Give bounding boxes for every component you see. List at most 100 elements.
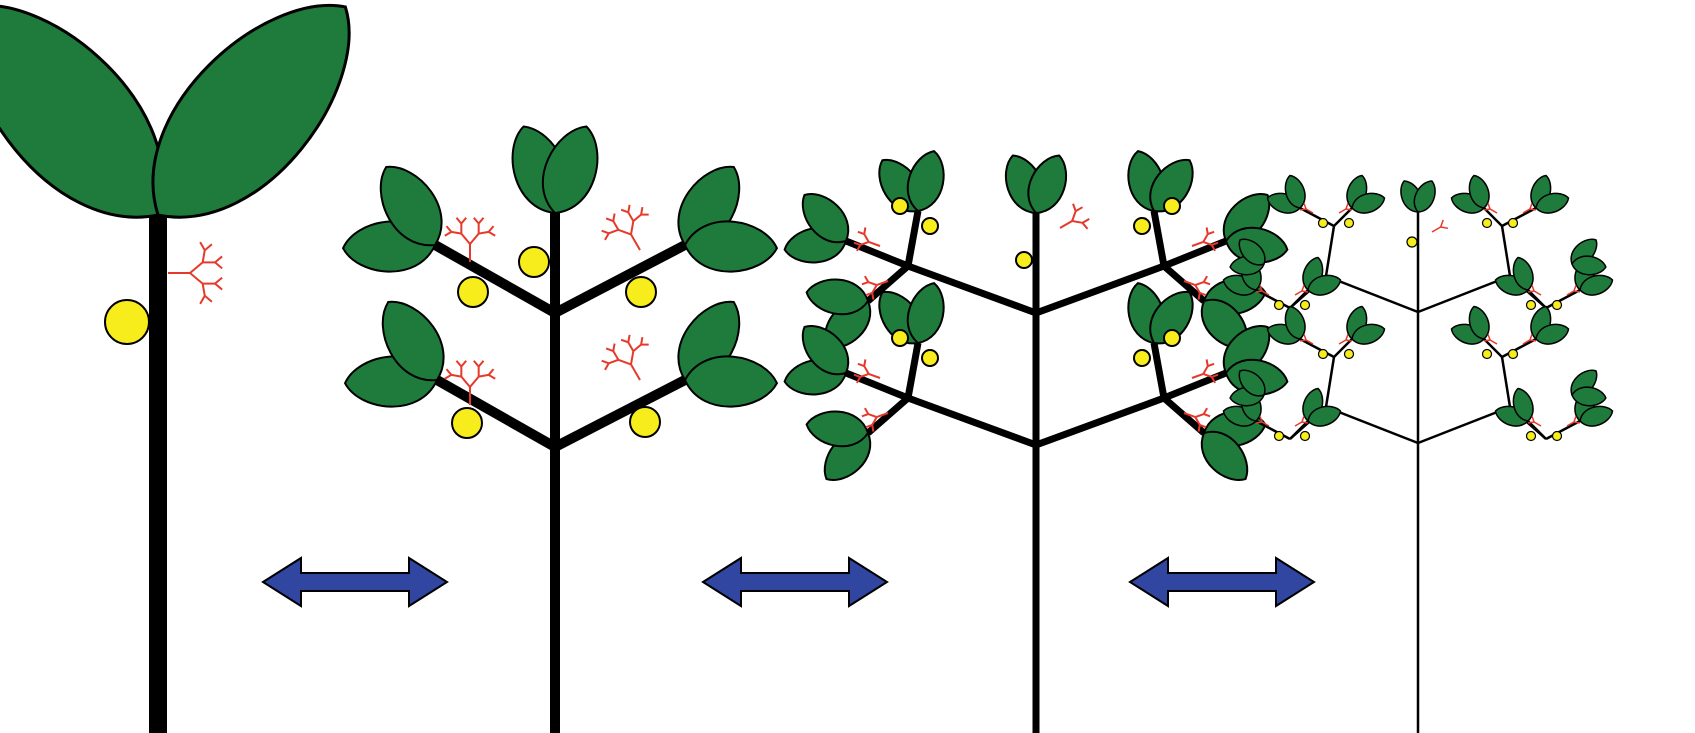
root-segment: [1490, 209, 1497, 213]
root-segment: [479, 218, 484, 224]
root-segment: [628, 335, 629, 342]
root-segment: [1302, 416, 1304, 422]
fruit-icon: [1553, 432, 1562, 441]
fruit-icon: [1134, 350, 1150, 366]
branch-segment: [908, 398, 1036, 445]
root-segment: [1082, 223, 1087, 229]
root-segment: [1073, 204, 1076, 211]
root-segment: [1574, 291, 1580, 292]
root-segment: [215, 278, 222, 284]
root-segment: [470, 377, 479, 387]
root-segment: [205, 244, 212, 250]
root-segment: [1484, 209, 1490, 210]
root-segment: [602, 361, 609, 364]
root-segment: [860, 374, 868, 377]
root-segment: [618, 360, 631, 365]
fruit-icon: [1319, 350, 1328, 359]
fruit-icon: [1301, 432, 1310, 441]
double-arrow-icon: [1130, 558, 1314, 606]
branch-segment: [555, 380, 685, 447]
root-segment: [1195, 414, 1203, 417]
root-segment: [456, 218, 461, 224]
root-segment: [1295, 291, 1302, 295]
root-segment: [1488, 203, 1490, 209]
fruit-icon: [1483, 219, 1492, 228]
root-segment: [1208, 364, 1214, 366]
root-segment: [633, 215, 641, 222]
fruit-icon: [630, 407, 660, 437]
root-segment: [1199, 293, 1200, 300]
root-segment: [1532, 285, 1534, 291]
fruit-icon: [1509, 350, 1518, 359]
root-segment: [1574, 285, 1576, 291]
root-segment: [869, 374, 880, 378]
root-segment: [1528, 422, 1534, 423]
root-segment: [470, 234, 479, 244]
root-segment: [1302, 285, 1304, 291]
root-segment: [1530, 209, 1536, 210]
fruit-icon: [1527, 301, 1536, 310]
root-segment: [1346, 334, 1348, 340]
fruit-icon: [1164, 330, 1180, 346]
branch-segment: [1154, 343, 1164, 398]
root-segment: [628, 342, 633, 351]
root-segment: [203, 250, 205, 262]
root-segment: [1195, 282, 1203, 285]
root-segment: [1076, 207, 1083, 211]
fruit-icon: [922, 218, 938, 234]
root-segment: [1072, 211, 1076, 221]
root-segment: [613, 221, 618, 230]
root-icon: [1060, 204, 1089, 229]
root-segment: [864, 234, 869, 242]
root-icon: [602, 335, 649, 380]
fruit-icon: [1527, 432, 1536, 441]
root-segment: [621, 340, 628, 343]
root-segment: [445, 232, 452, 236]
fruit-icon: [105, 300, 149, 344]
root-segment: [190, 262, 203, 273]
root-segment: [215, 256, 222, 262]
fruit-icon: [922, 350, 938, 366]
root-segment: [1532, 416, 1534, 422]
root-segment: [1528, 291, 1534, 292]
fruit-icon: [1483, 350, 1492, 359]
fruit-icon: [1275, 432, 1284, 441]
root-segment: [1199, 425, 1200, 432]
root-segment: [613, 214, 614, 221]
root-segment: [868, 282, 876, 285]
root-segment: [1204, 282, 1210, 284]
root-segment: [1339, 209, 1346, 213]
root-segment: [1441, 220, 1444, 227]
root-segment: [860, 242, 868, 245]
fruit-icon: [1509, 219, 1518, 228]
root-icon: [445, 361, 495, 405]
root-segment: [631, 364, 640, 380]
root-segment: [628, 212, 633, 221]
arrow-shape: [703, 558, 887, 606]
branch-segment: [1300, 208, 1334, 226]
root-segment: [1304, 334, 1306, 340]
root-segment: [1574, 422, 1580, 423]
fruit-icon: [458, 277, 488, 307]
root-segment: [1072, 221, 1082, 223]
root-segment: [489, 369, 494, 375]
root-segment: [190, 273, 203, 284]
root-segment: [461, 234, 470, 244]
root-segment: [1192, 374, 1203, 378]
root-segment: [1295, 422, 1302, 426]
root-segment: [864, 366, 869, 374]
root-segment: [605, 233, 609, 240]
fruit-icon: [452, 408, 482, 438]
root-segment: [1203, 234, 1208, 242]
root-segment: [451, 232, 461, 234]
root-segment: [215, 284, 222, 290]
fruit-icon: [1345, 219, 1354, 228]
branch-segment: [1502, 357, 1510, 407]
root-segment: [479, 375, 489, 377]
root-segment: [445, 375, 452, 379]
branch-segment: [1154, 211, 1164, 266]
branch-segment: [1546, 421, 1580, 439]
root-segment: [618, 230, 631, 235]
root-segment: [864, 359, 865, 366]
